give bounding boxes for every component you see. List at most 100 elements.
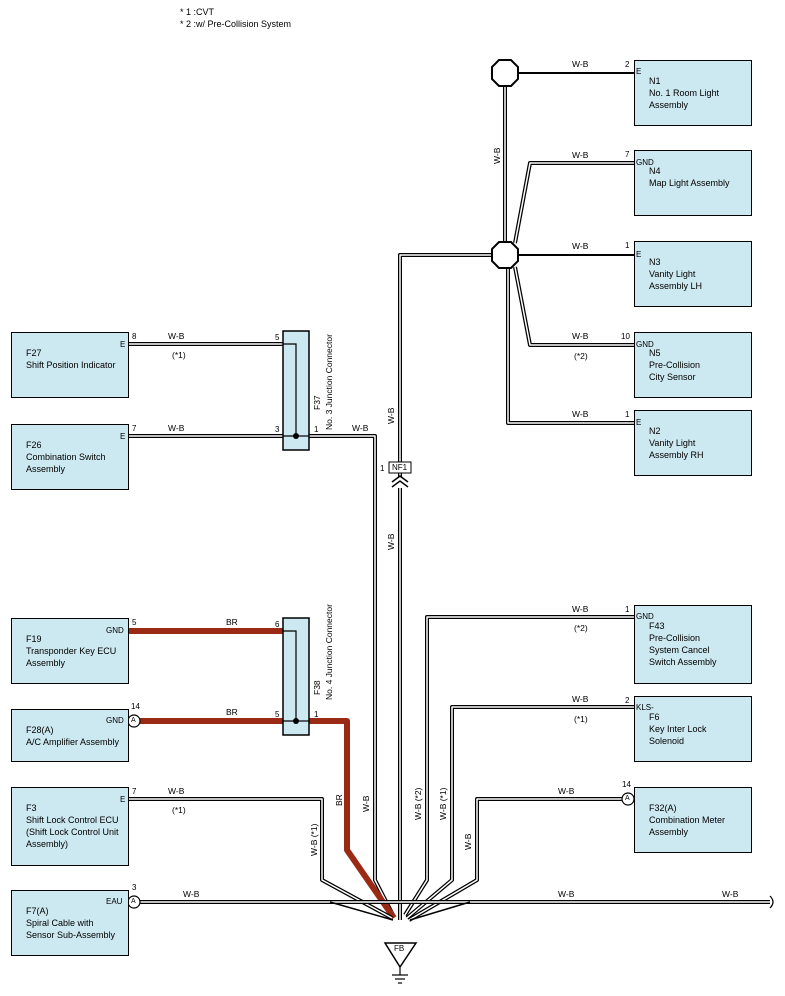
f27-terminal: E (120, 340, 126, 349)
trunk-top-wire-label: W-B (492, 147, 502, 164)
f7-conn-letter: A (131, 898, 136, 905)
f3-note: (*1) (172, 805, 186, 815)
f38-name: No. 4 Junction Connector (324, 604, 334, 700)
f43-wire-label: W-B (572, 604, 589, 614)
wire-f43 (403, 615, 634, 917)
f37-pin-3: 3 (275, 425, 280, 434)
component-f27: F27 Shift Position Indicator (11, 332, 129, 398)
f43-pin: 1 (625, 605, 630, 614)
f43-down-wire-label: W-B (*2) (413, 787, 423, 820)
n3-name-2: Assembly LH (649, 281, 703, 291)
note-1: * 1 :CVT (180, 7, 215, 17)
f43-id: F43 (649, 621, 665, 631)
f26-name-2: Assembly (26, 464, 66, 474)
f32-wire-label: W-B (558, 786, 575, 796)
n2-terminal: E (636, 418, 642, 427)
n3-pin: 1 (625, 241, 630, 250)
wire-n2 (506, 267, 634, 425)
f27-id: F27 (26, 348, 42, 358)
component-f6: F6 Key Inter Lock Solenoid (634, 696, 752, 762)
f3-wire-label: W-B (168, 786, 185, 796)
f26-name-1: Combination Switch (26, 452, 106, 462)
n3-wire-label: W-B (572, 241, 589, 251)
f6-name-2: Solenoid (649, 736, 685, 746)
f6-note: (*1) (574, 714, 588, 724)
n3-id: N3 (649, 257, 661, 267)
n2-id: N2 (649, 426, 661, 436)
component-n2: N2 Vanity Light Assembly RH (634, 410, 752, 476)
n2-name-2: Assembly RH (649, 450, 704, 460)
component-f26: F26 Combination Switch Assembly (11, 424, 129, 490)
f6-id: F6 (649, 712, 660, 722)
right-end-wire-label: W-B (722, 889, 739, 899)
component-f19: F19 Transponder Key ECU Assembly (11, 618, 129, 684)
wire-n4 (513, 161, 634, 244)
f37-name: No. 3 Junction Connector (324, 334, 334, 430)
n1-name-1: No. 1 Room Light (649, 88, 720, 98)
f19-terminal: GND (106, 626, 124, 635)
component-f3: F3 Shift Lock Control ECU (Shift Lock Co… (11, 787, 129, 866)
f28-terminal: GND (106, 716, 124, 725)
n5-name-1: Pre-Collision (649, 360, 701, 370)
f7-pin: 3 (132, 883, 137, 892)
f37-id: F37 (312, 395, 322, 410)
n5-wire-label: W-B (572, 331, 589, 341)
ground-fb-icon (383, 942, 418, 969)
f7-wire-label: W-B (183, 889, 200, 899)
ground-symbol-icon (392, 967, 408, 984)
n5-terminal: GND (636, 340, 654, 349)
f6-name-1: Key Inter Lock (649, 724, 707, 734)
f32-id: F32(A) (649, 803, 677, 813)
n4-wire-label: W-B (572, 150, 589, 160)
component-f7: F7(A) Spiral Cable with Sensor Sub-Assem… (11, 890, 129, 956)
note-2: * 2 :w/ Pre-Collision System (180, 19, 292, 29)
f19-pin: 5 (132, 618, 137, 627)
f38-pin-1: 1 (314, 710, 319, 719)
f27-name-1: Shift Position Indicator (26, 360, 116, 370)
f6-pin: 2 (625, 696, 630, 705)
f3-pin: 7 (132, 787, 137, 796)
component-f43: F43 Pre-Collision System Cancel Switch A… (634, 605, 752, 684)
f37-down-wire-label: W-B (361, 795, 371, 812)
f27-note: (*1) (172, 350, 186, 360)
n1-id: N1 (649, 76, 661, 86)
component-n4: N4 Map Light Assembly (634, 150, 752, 216)
f37-out-wire-label: W-B (352, 423, 369, 433)
n1-pin: 2 (625, 60, 630, 69)
f3-name-1: Shift Lock Control ECU (26, 815, 119, 825)
n1-wire-label: W-B (572, 59, 589, 69)
wire-f3 (129, 797, 393, 920)
wire-f37-out (309, 434, 395, 916)
splice-mid-icon (491, 241, 519, 269)
f38-junction-dot (293, 718, 299, 724)
n2-name-1: Vanity Light (649, 438, 696, 448)
f26-terminal: E (120, 432, 126, 441)
f26-id: F26 (26, 440, 42, 450)
f19-name-1: Transponder Key ECU (26, 646, 117, 656)
component-f32: F32(A) Combination Meter Assembly (634, 787, 752, 853)
trunk-lower-wire-label: W-B (386, 533, 396, 550)
nf1-connector (388, 461, 412, 474)
f28-id: F28(A) (26, 725, 54, 735)
n5-name-2: City Sensor (649, 372, 696, 382)
f27-pin: 8 (132, 332, 137, 341)
f7-right-wire-label: W-B (558, 889, 575, 899)
f3-name-2: (Shift Lock Control Unit (26, 827, 119, 837)
n1-terminal: E (636, 67, 642, 76)
f6-wire-label: W-B (572, 694, 589, 704)
wire-f6 (405, 705, 634, 920)
ground-label: FB (394, 944, 405, 953)
f32-name-1: Combination Meter (649, 815, 726, 825)
n3-terminal: E (636, 250, 642, 259)
f43-name-1: Pre-Collision (649, 633, 701, 643)
f37-junction-dot (293, 433, 299, 439)
f3-id: F3 (26, 803, 37, 813)
n5-pin: 10 (621, 332, 630, 341)
f27-wire-label: W-B (168, 331, 185, 341)
wire-f7-drop (329, 901, 471, 921)
n2-pin: 1 (625, 410, 630, 419)
f37-pin-1: 1 (314, 425, 319, 434)
n1-name-2: Assembly (649, 100, 689, 110)
n2-wire-label: W-B (572, 409, 589, 419)
